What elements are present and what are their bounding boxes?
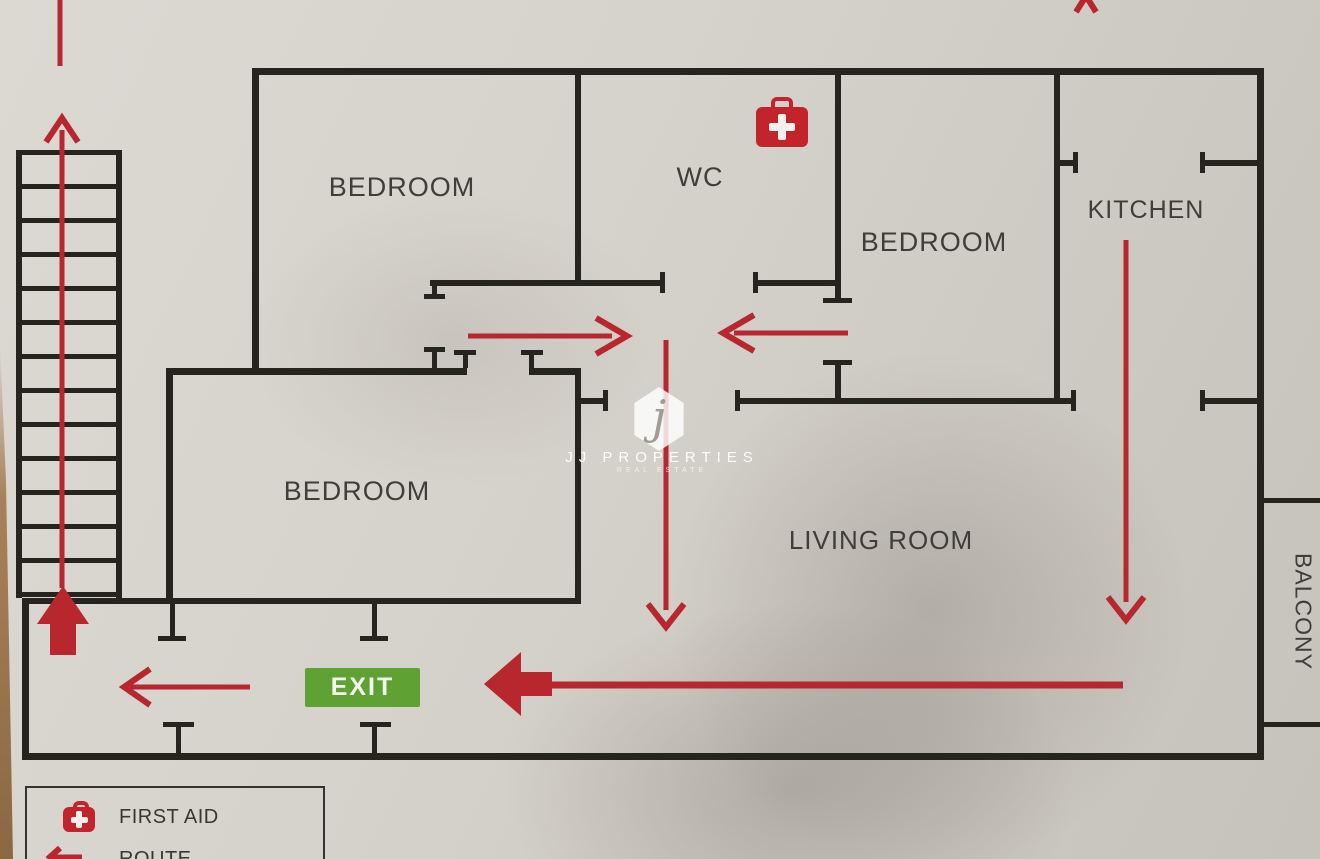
door-jamb-cap [603,390,608,411]
first-aid-handle [771,97,793,111]
door-jamb-stub [529,354,534,368]
exit-sign: EXIT [305,668,420,707]
photo-shadow-blob [240,190,660,490]
first-aid-cross [769,123,795,131]
door-jamb-cap [823,298,852,303]
wall-outer-right [1257,68,1264,760]
wall-outer-top [252,68,1264,75]
wall-bedroom1-left [252,68,259,375]
room-label-balcony: BALCONY [1290,553,1317,670]
wall-bedroom2-left-upper [835,68,841,298]
wall-balcony-bottom [1264,722,1320,727]
wall-hall-stub [581,398,606,404]
door-jamb-stub [372,727,377,753]
wall-outer-left-lower [22,598,29,760]
jj-properties-logo-hexagon: j [634,387,684,451]
legend-box: FIRST AID ROUTE [25,786,325,859]
door-jamb-stub [432,286,437,296]
wall-wc-left [575,68,581,286]
door-jamb-stub [372,604,377,638]
legend-label-route: ROUTE [119,848,192,859]
logo-monogram: j [651,390,667,444]
door-jamb-cap [360,636,388,641]
wall-kitchen-top-left [1060,160,1076,166]
wall-bedroom3-top-left [166,368,467,375]
door-jamb-cap [360,722,391,727]
first-aid-icon [63,800,97,834]
door-jamb-stub [176,727,181,753]
door-jamb-cap [1200,390,1205,411]
route-arrowhead-top-right-fragment [1073,0,1099,14]
route-arrow-icon [45,846,82,859]
door-jamb-stub [170,604,175,638]
wall-kitchen-top-right [1203,160,1257,166]
door-jamb-cap [753,272,758,293]
wall-bedroom3-bottom [22,598,581,604]
wall-kitchen-left [1054,68,1060,404]
wall-bedroom3-left [166,368,173,604]
photo-shadow-blob [660,340,1200,859]
logo-subtitle: REAL ESTATE [616,467,708,474]
room-label-wc: WC [676,162,724,192]
first-aid-cross [71,817,88,823]
wall-balcony-top [1264,498,1320,503]
route-arrowhead-center-down [645,602,687,632]
room-label-living-room: LIVING ROOM [788,525,974,555]
door-jamb-cap [1071,390,1076,411]
door-jamb-cap [454,350,476,355]
door-jamb-cap [823,360,852,365]
room-label-bedroom-top-right: BEDROOM [860,227,1008,257]
wall-bedroom1-bottom [430,280,575,286]
route-arrowhead-center-right [594,315,633,357]
logo-title: JJ PROPERTIES [565,449,759,466]
room-label-kitchen: KITCHEN [1087,196,1205,224]
route-arrowhead-kitchen-down [1105,595,1147,625]
staircase [16,150,122,598]
first-aid-handle [73,801,89,812]
door-jamb-stub [463,354,468,368]
room-label-bedroom-top-left: BEDROOM [328,172,476,202]
wall-bedroom2-left-lower [835,365,841,398]
route-arrowhead-bedroom2-left [717,312,756,354]
door-jamb-cap [660,272,665,293]
door-jamb-cap [163,722,194,727]
door-jamb-cap [1073,152,1078,173]
door-jamb-stub [432,352,437,368]
table-edge [0,343,13,859]
wall-outer-bottom [22,753,1264,760]
door-jamb-cap [424,347,445,352]
first-aid-icon [755,95,809,149]
door-jamb-cap [1200,152,1205,173]
door-jamb-cap [424,294,445,299]
wall-wc-bottom-right [758,280,835,286]
door-jamb-cap [521,350,543,355]
wall-wc-bottom-left [581,280,663,286]
legend-label-first-aid: FIRST AID [119,806,219,828]
route-bold-arrow-left [484,652,552,716]
wall-bedroom3-top-right [529,368,581,375]
door-jamb-cap [158,636,186,641]
wall-kitchen-bottom-right [1203,398,1257,404]
photo-shadow-blob [500,600,1080,859]
wall-bedroom3-right [575,368,581,604]
wall-living-top [735,398,1076,404]
route-arrowhead-stairs-up [43,112,81,144]
route-arrowhead-exit-left [118,666,152,708]
room-label-bedroom-middle: BEDROOM [283,476,431,506]
